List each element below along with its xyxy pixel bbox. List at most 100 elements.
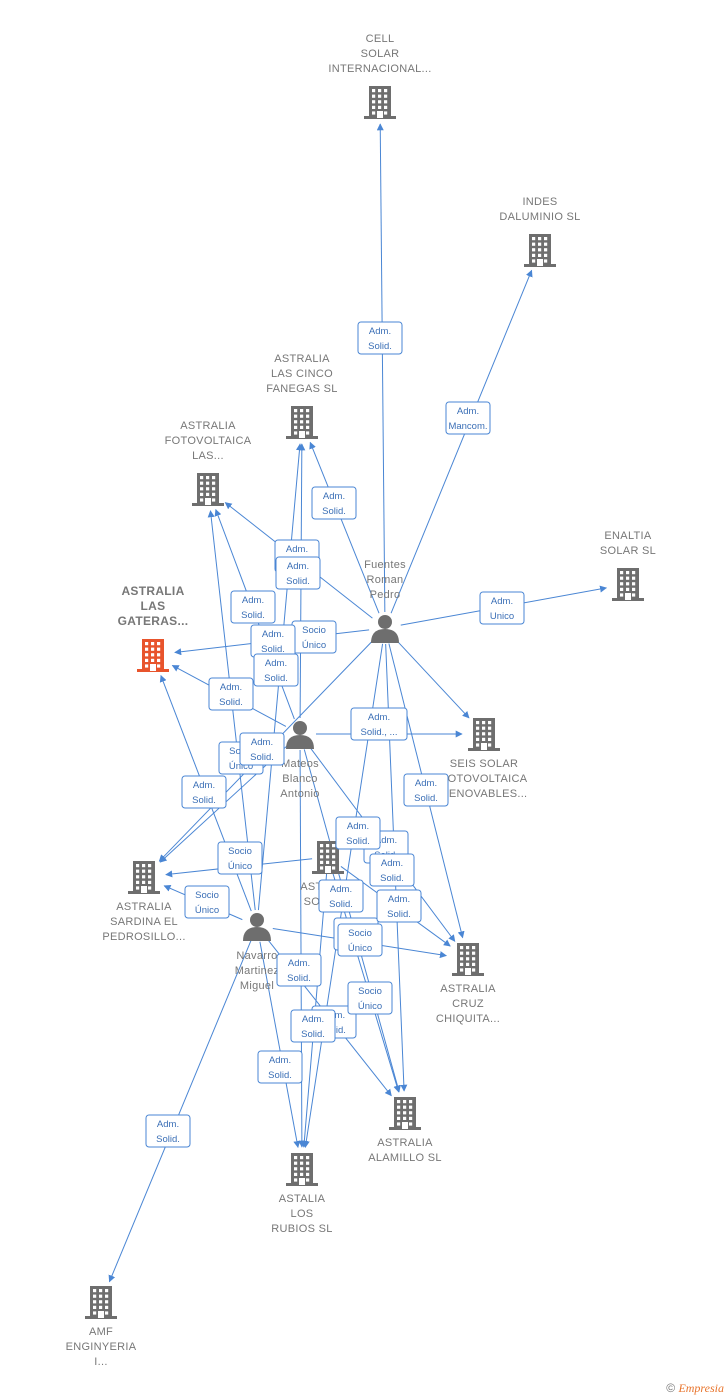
edge-label-box: [181, 775, 227, 809]
node-indes[interactable]: INDES DALUMINIO SL: [499, 196, 580, 267]
edge-label[interactable]: Adm.Solid.: [145, 1114, 191, 1148]
edge-label-text: Solid.: [301, 1029, 325, 1040]
node-amf[interactable]: AMFENGINYERIAI...: [66, 1286, 137, 1368]
edge-label[interactable]: Adm. Solid.: [276, 953, 322, 987]
building-icon: [452, 943, 484, 976]
edge-label-text: Adm.: [368, 712, 390, 723]
edge-label[interactable]: Adm.Solid.: [250, 624, 296, 658]
building-icon: [524, 234, 556, 267]
edge-label-text: Adm.: [286, 544, 308, 555]
node-label-line: GATERAS...: [118, 614, 189, 628]
edge-label[interactable]: Adm.Solid., ...: [350, 707, 408, 741]
node-label-line: RUBIOS SL: [271, 1223, 332, 1235]
edge-label-text: Adm.: [347, 821, 369, 832]
edge-label[interactable]: Adm.Solid.: [239, 732, 285, 766]
edge-label-text: Solid.: [241, 610, 265, 621]
edge-label[interactable]: Adm.Solid.: [257, 1050, 303, 1084]
node-label-line: Navarro: [236, 950, 277, 962]
node-label-line: ASTRALIA: [116, 901, 172, 913]
edge-label[interactable]: Adm. Solid.: [253, 653, 299, 687]
node-fotov[interactable]: ASTRALIAFOTOVOLTAICALAS...: [165, 420, 252, 506]
edge-label-box: [184, 885, 230, 919]
node-label-line: ALAMILLO SL: [368, 1152, 442, 1164]
edge-label-box: [230, 590, 276, 624]
node-label-line: ASTALIA: [279, 1193, 326, 1205]
edge-label[interactable]: Adm.Solid.: [318, 879, 364, 913]
edge-label-text: Único: [228, 861, 252, 872]
edge-label-text: Adm.: [330, 884, 352, 895]
edge-label-text: Socio: [195, 890, 219, 901]
edge-label-text: Socio: [228, 846, 252, 857]
edge-label-box: [347, 981, 393, 1015]
edge-label[interactable]: Adm.Mancom.: [445, 401, 491, 435]
person-icon: [371, 615, 399, 643]
edge-label-box: [350, 707, 408, 741]
edge-label-box: [145, 1114, 191, 1148]
building-icon: [137, 639, 169, 672]
edge-label[interactable]: Adm.Solid.: [230, 590, 276, 624]
edge-label-text: Único: [229, 761, 253, 772]
edge-label-text: Único: [358, 1001, 382, 1012]
edge-label[interactable]: Adm. Solid.: [290, 1009, 336, 1043]
edge-label-text: Solid.: [322, 506, 346, 517]
edge-label-box: [276, 953, 322, 987]
node-label-line: SOLAR: [361, 48, 400, 60]
node-label-line: FANEGAS SL: [266, 383, 337, 395]
edge-label[interactable]: Adm.Solid.: [181, 775, 227, 809]
node-label-line: ENGINYERIA: [66, 1341, 137, 1353]
node-cell[interactable]: CELLSOLARINTERNACIONAL...: [328, 33, 431, 119]
edge-label-text: Socio: [348, 928, 372, 939]
edge-label[interactable]: Adm.Solid.: [403, 773, 449, 807]
node-label-line: Antonio: [280, 788, 319, 800]
node-label-line: INDES: [522, 196, 557, 208]
edge-label[interactable]: Adm.Solid.: [369, 853, 415, 887]
edges-layer: [108, 123, 608, 1283]
node-seis[interactable]: SEIS SOLARFOTOVOLTAICARENOVABLES...: [441, 718, 528, 800]
edge-fuentes-seis: [395, 639, 470, 719]
edge-label-text: Adm.: [302, 1014, 324, 1025]
building-icon: [312, 841, 344, 874]
edge-label[interactable]: Adm.Solid.: [335, 816, 381, 850]
building-icon: [468, 718, 500, 751]
edge-label-text: Adm.: [251, 737, 273, 748]
edge-label-box: [479, 591, 525, 625]
edge-label-text: Adm.: [265, 658, 287, 669]
edge-label-text: Adm.: [288, 958, 310, 969]
node-gateras[interactable]: ASTRALIALASGATERAS...: [118, 584, 189, 672]
edge-label-text: Solid.: [287, 973, 311, 984]
edge-label[interactable]: Adm.Solid.: [275, 556, 321, 590]
edge-label-text: Adm.: [491, 596, 513, 607]
edge-label[interactable]: Adm.Solid.: [208, 677, 254, 711]
edge-label-box: [239, 732, 285, 766]
edge-label[interactable]: Adm.Solid.: [357, 321, 403, 355]
edge-label-box: [357, 321, 403, 355]
edge-label[interactable]: Adm.Solid.: [311, 486, 357, 520]
node-label-line: Pedro: [370, 589, 401, 601]
brand-name[interactable]: Empresia: [678, 1381, 724, 1395]
edge-label-box: [369, 853, 415, 887]
node-label-line: DALUMINIO SL: [499, 211, 580, 223]
building-icon: [612, 568, 644, 601]
edge-label[interactable]: Adm.Solid.: [376, 889, 422, 923]
edge-label[interactable]: Adm.Unico: [479, 591, 525, 625]
node-label-line: LAS: [141, 599, 166, 613]
edge-label-text: Solid.: [261, 644, 285, 655]
edge-label-box: [217, 841, 263, 875]
node-label-line: Mateos: [281, 758, 319, 770]
node-cruz[interactable]: ASTRALIACRUZCHIQUITA...: [436, 943, 500, 1025]
edge-label-text: Solid.: [264, 673, 288, 684]
